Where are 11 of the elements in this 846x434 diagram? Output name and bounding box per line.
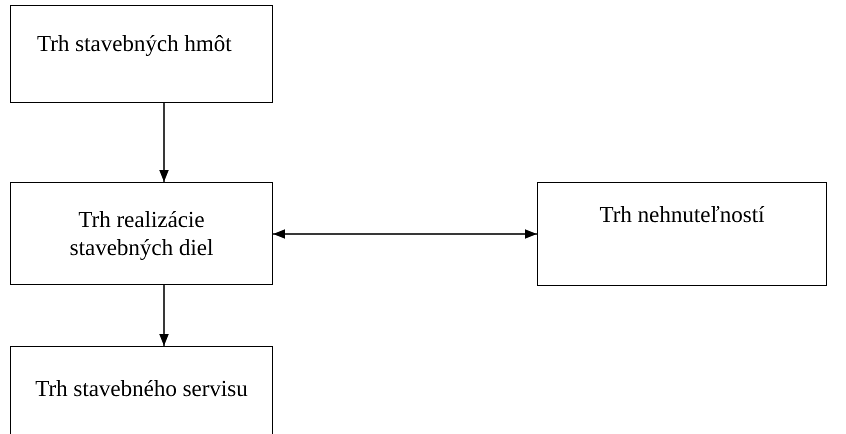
market-box (10, 5, 273, 103)
box-label: Trh stavebných hmôt (37, 30, 232, 58)
market-box (10, 182, 273, 285)
box-label: Trh nehnuteľností (599, 201, 765, 229)
box-label: Trh stavebného servisu (35, 375, 248, 403)
arrow (159, 103, 169, 182)
arrow (159, 285, 169, 346)
market-box (537, 182, 827, 286)
market-box (10, 346, 273, 434)
arrow (273, 229, 537, 239)
box-label: Trh realizácie stavebných diel (68, 206, 214, 262)
